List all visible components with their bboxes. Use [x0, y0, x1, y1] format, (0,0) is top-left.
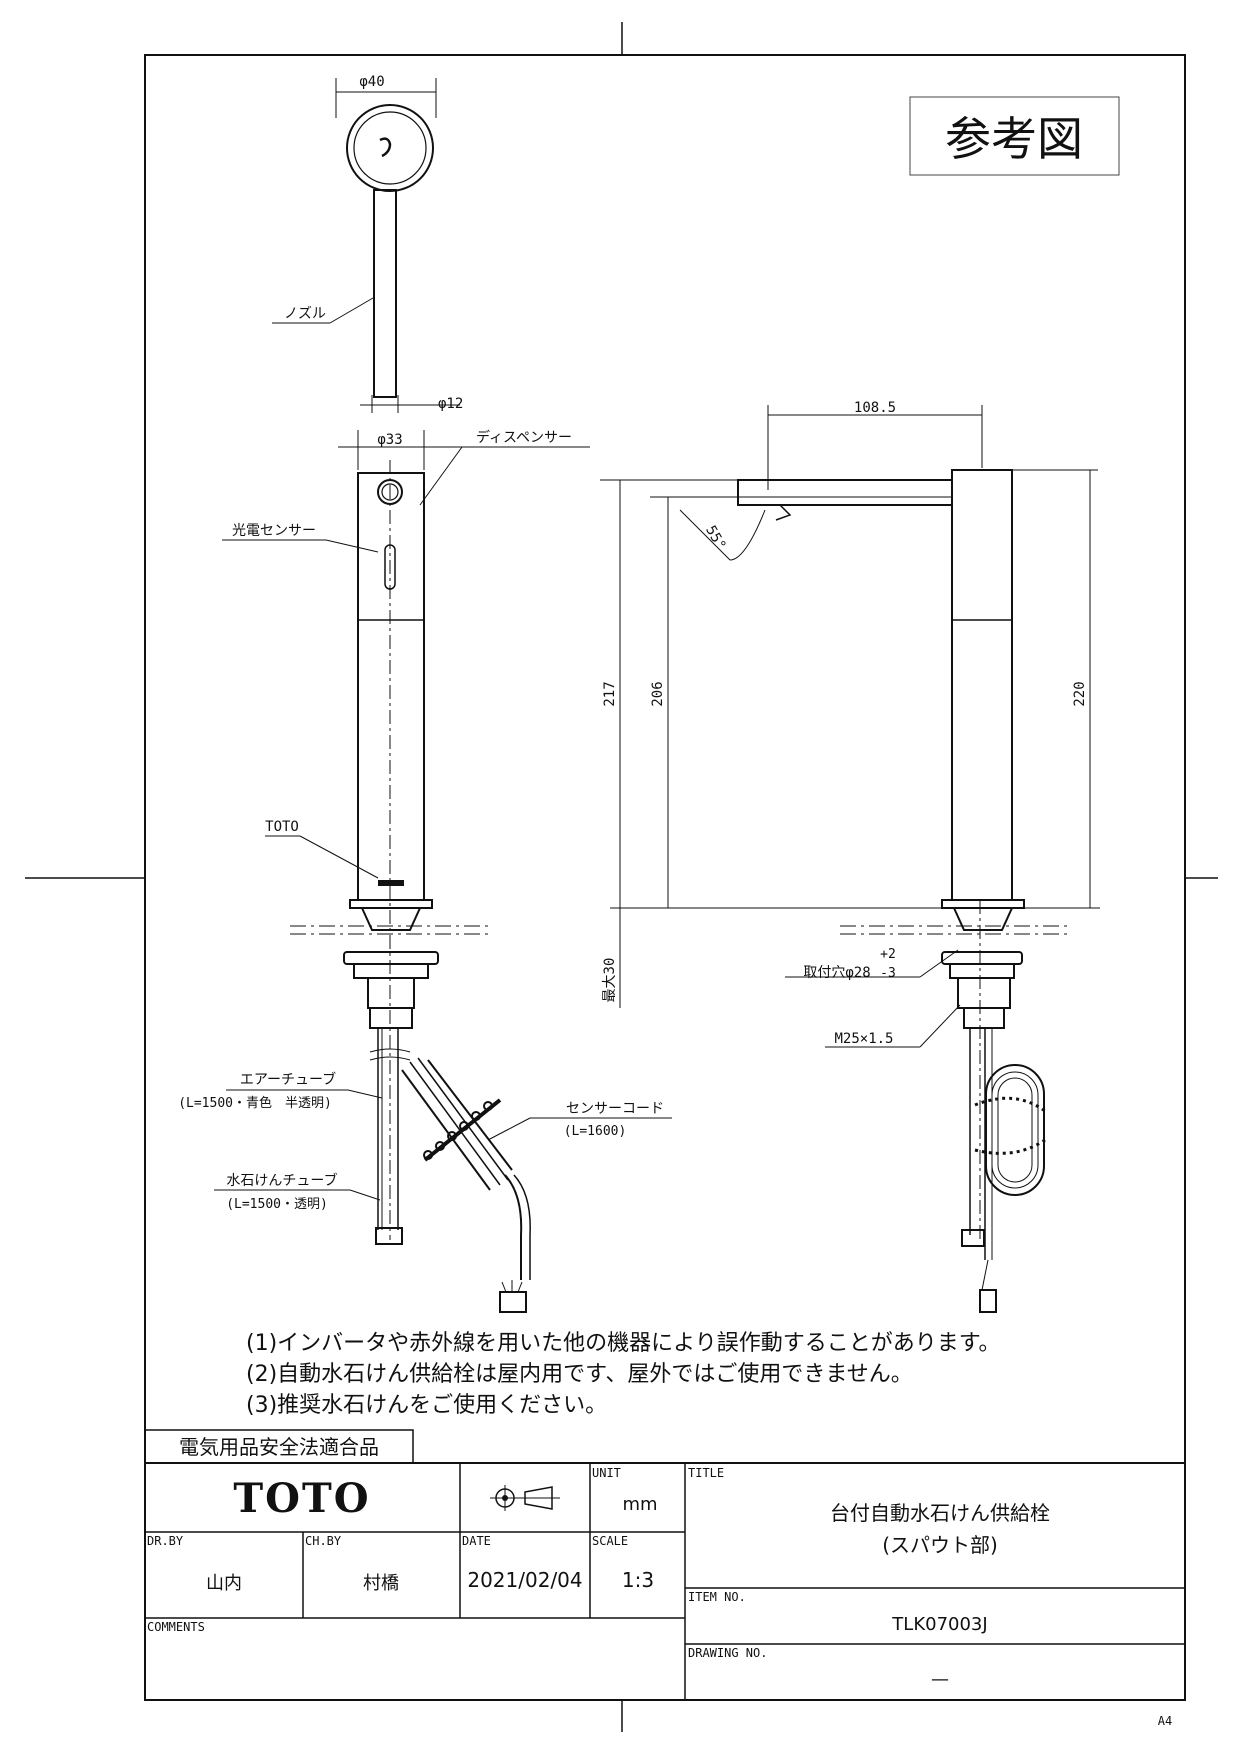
label-sensor-cord: センサーコード	[566, 1101, 664, 1117]
dim-d12: φ12	[438, 396, 463, 412]
dim-hole: 取付穴φ28	[803, 965, 870, 981]
dim-d33: φ33	[377, 432, 402, 448]
scale-value: 1:3	[622, 1568, 654, 1592]
dim-thread: M25×1.5	[834, 1031, 893, 1047]
dispenser-front-view	[214, 430, 672, 1313]
chby-label: CH.BY	[305, 1534, 342, 1548]
unit-value: mm	[622, 1494, 657, 1515]
scale-label: SCALE	[592, 1534, 628, 1548]
label-air-tube-spec: (L=1500・青色 半透明)	[178, 1095, 332, 1111]
dim-reach: 108.5	[854, 400, 896, 416]
side-view	[600, 405, 1100, 1313]
dim-206: 206	[650, 681, 666, 706]
dim-220: 220	[1072, 681, 1088, 706]
label-sensor: 光電センサー	[232, 523, 316, 539]
label-air-tube: エアーチューブ	[240, 1071, 336, 1088]
label-soap-tube-spec: (L=1500・透明)	[226, 1197, 328, 1212]
dim-d40: φ40	[359, 74, 384, 90]
title-line2: (スパウト部)	[882, 1533, 998, 1557]
date-value: 2021/02/04	[467, 1568, 582, 1592]
label-sensor-cord-length: (L=1600)	[564, 1124, 627, 1139]
item-value: TLK07003J	[891, 1614, 987, 1635]
dim-angle: 55°	[702, 523, 729, 553]
reference-stamp: 参考図	[909, 96, 1120, 176]
chby-value: 村橋	[363, 1573, 399, 1594]
comments-label: COMMENTS	[147, 1620, 205, 1634]
title-line1: 台付自動水石けん供給栓	[830, 1501, 1050, 1525]
title-block	[144, 1462, 1186, 1701]
note-2: (2)自動水石けん供給栓は屋内用です、屋外ではご使用できません。	[246, 1362, 913, 1387]
label-nozzle: ノズル	[284, 306, 326, 322]
unit-label: UNIT	[592, 1466, 621, 1480]
toto-logo: TOTO	[233, 1475, 370, 1522]
drawing-frame	[25, 22, 1218, 1732]
drby-label: DR.BY	[147, 1534, 184, 1548]
dim-tol-plus: +2	[880, 947, 896, 962]
dim-tol-minus: -3	[880, 966, 896, 981]
note-3: (3)推奨水石けんをご使用ください。	[246, 1393, 607, 1418]
sheet-size: A4	[1158, 1714, 1172, 1728]
title-label: TITLE	[688, 1466, 724, 1480]
stamp-text: 参考図	[945, 112, 1083, 166]
certification-box: 電気用品安全法適合品	[144, 1429, 414, 1464]
drawing-label: DRAWING NO.	[688, 1646, 767, 1660]
label-soap-tube: 水石けんチューブ	[226, 1172, 337, 1189]
label-dispenser: ディスペンサー	[476, 429, 572, 446]
certification-text: 電気用品安全法適合品	[179, 1435, 379, 1459]
note-1: (1)インバータや赤外線を用いた他の機器により誤作動することがあります。	[246, 1331, 1001, 1356]
label-toto-mark: TOTO	[265, 819, 299, 835]
dim-max30: 最大30	[602, 958, 618, 1003]
drawing-value: —	[931, 1669, 949, 1690]
nozzle-top-view	[272, 78, 460, 413]
dim-217: 217	[602, 681, 618, 706]
item-label: ITEM NO.	[688, 1590, 746, 1604]
drby-value: 山内	[206, 1573, 242, 1594]
date-label: DATE	[462, 1534, 491, 1548]
